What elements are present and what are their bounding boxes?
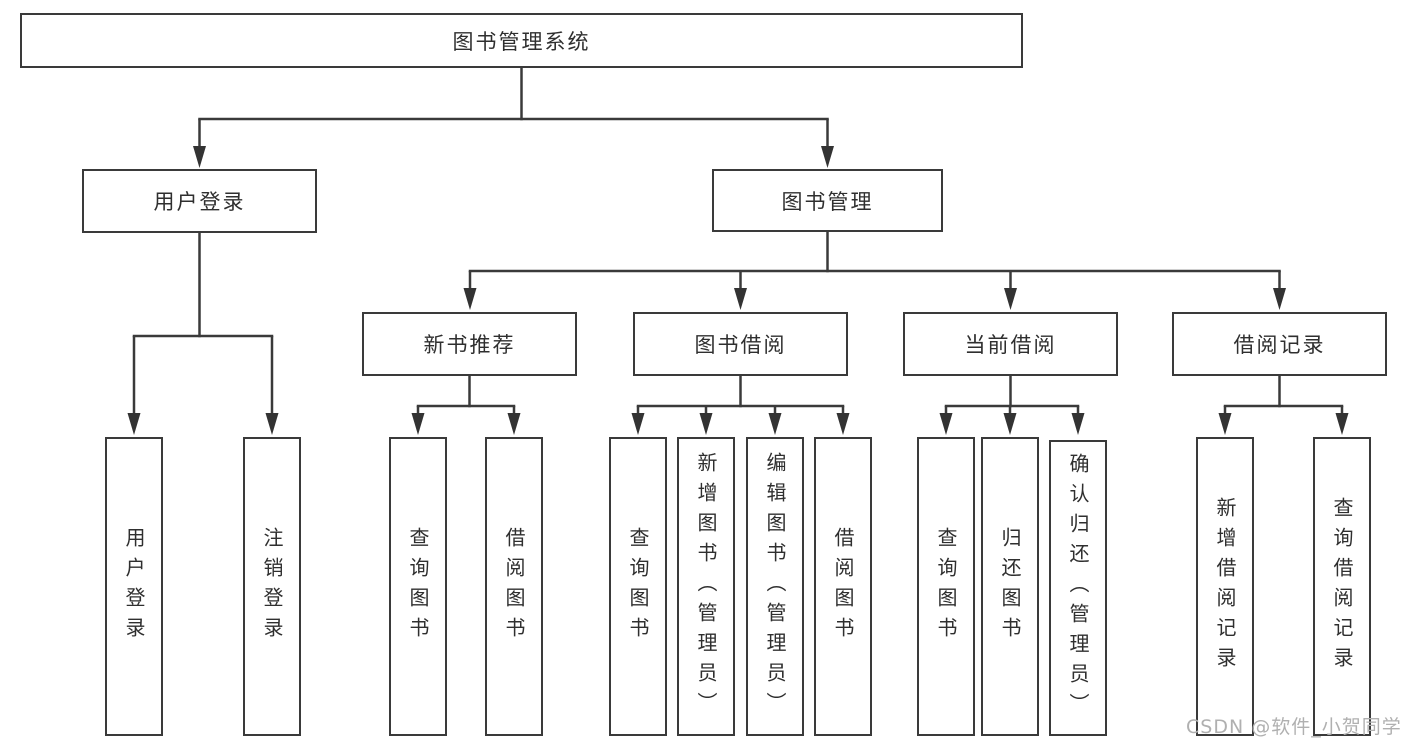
leaf-label: 借阅图书 [831, 526, 855, 647]
leaf-confirm-return-admin: 确认归还（管理员） [1049, 440, 1107, 736]
leaf-label: 查询借阅记录 [1330, 496, 1354, 677]
node-book-borrowing: 图书借阅 [633, 312, 848, 376]
leaf-label: 查询图书 [934, 526, 958, 647]
leaf-borrow-book-recommend: 借阅图书 [485, 437, 543, 736]
leaf-edit-book-admin: 编辑图书（管理员） [746, 437, 804, 736]
node-new-book-recommend: 新书推荐 [362, 312, 577, 376]
node-label: 当前借阅 [964, 333, 1057, 357]
leaf-label: 归还图书 [998, 526, 1022, 647]
node-label: 新书推荐 [423, 333, 516, 357]
node-book-management: 图书管理 [712, 169, 943, 232]
leaf-query-book-borrowing: 查询图书 [609, 437, 667, 736]
node-label: 图书管理系统 [452, 29, 591, 54]
leaf-add-borrow-record: 新增借阅记录 [1196, 437, 1254, 736]
node-label: 图书借阅 [694, 333, 787, 357]
leaf-return-book: 归还图书 [981, 437, 1039, 736]
leaf-borrow-book: 借阅图书 [814, 437, 872, 736]
node-user-login: 用户登录 [82, 169, 317, 233]
leaf-label: 查询图书 [626, 526, 650, 647]
leaf-label: 借阅图书 [502, 526, 526, 647]
leaf-label: 查询图书 [406, 526, 430, 647]
leaf-label: 编辑图书（管理员） [763, 451, 787, 722]
leaf-query-book-recommend: 查询图书 [389, 437, 447, 736]
leaf-label: 新增借阅记录 [1213, 496, 1237, 677]
leaf-add-book-admin: 新增图书（管理员） [677, 437, 735, 736]
leaf-label: 确认归还（管理员） [1066, 453, 1090, 723]
leaf-user-login: 用户登录 [105, 437, 163, 736]
node-current-borrowing: 当前借阅 [903, 312, 1118, 376]
leaf-query-book-current: 查询图书 [917, 437, 975, 736]
node-label: 借阅记录 [1233, 333, 1326, 357]
node-borrowing-records: 借阅记录 [1172, 312, 1387, 376]
leaf-label: 注销登录 [260, 526, 284, 647]
leaf-logout: 注销登录 [243, 437, 301, 736]
node-label: 图书管理 [781, 189, 874, 214]
node-library-management-system: 图书管理系统 [20, 13, 1023, 68]
leaf-label: 新增图书（管理员） [694, 451, 718, 722]
csdn-watermark: CSDN @软件_小贺同学 [1186, 716, 1402, 738]
node-label: 用户登录 [153, 190, 246, 214]
leaf-label: 用户登录 [122, 526, 146, 647]
leaf-query-borrow-record: 查询借阅记录 [1313, 437, 1371, 736]
